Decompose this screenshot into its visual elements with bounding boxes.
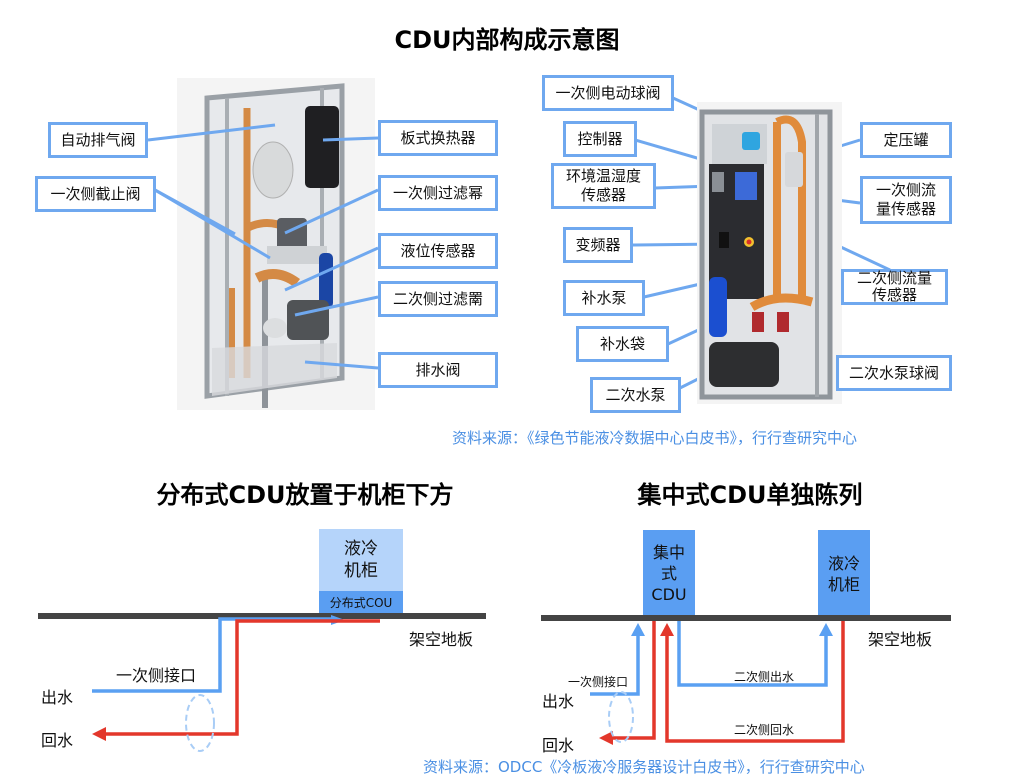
label-env-sensor-line1: 环境温湿度 — [565, 167, 641, 185]
secondary-outlet-label: 二次侧出水 — [734, 670, 795, 684]
label-inverter: 变频器 — [563, 227, 633, 263]
centralized-cdu-unit: 集中 式 CDU — [643, 530, 695, 617]
liquid-cooling-cabinet-right: 液冷 机柜 — [818, 530, 870, 617]
bottom-source-note: 资料来源：ODCC《冷板液冷服务器设计白皮书》，行行查研究中心 — [423, 758, 865, 776]
primary-return-arrowhead — [599, 731, 613, 745]
label-env-sensor-line2: 传感器 — [580, 186, 626, 204]
label-makeup-pump: 补水泵 — [563, 280, 645, 316]
label-secondary-flow-sensor-line2: 传感器 — [871, 286, 917, 304]
distributed-cdu-title: 分布式CDU放置于机柜下方 — [156, 481, 454, 509]
raised-floor-line — [38, 613, 486, 619]
cdu-label-line1: 集中 — [652, 543, 685, 562]
cdu-photo-left — [177, 78, 375, 410]
cdu-label-line2: 式 — [660, 564, 677, 583]
secondary-return-pipe — [665, 621, 845, 743]
primary-outlet-pipe — [92, 617, 333, 693]
label-primary-flow-sensor: 一次侧流 量传感器 — [860, 176, 952, 224]
cdu-illustration-right — [697, 102, 842, 404]
label-makeup-bag: 补水袋 — [576, 326, 669, 362]
label-auto-exhaust-valve: 自动排气阀 — [48, 122, 148, 158]
centralized-cdu-title: 集中式CDU单独陈列 — [637, 481, 863, 509]
label-secondary-pump: 二次水泵 — [590, 377, 681, 413]
label-primary-filter: 一次侧过滤幂 — [378, 175, 498, 211]
interface-highlight — [185, 694, 215, 752]
top-source-note: 资料来源：《绿色节能液冷数据中心白皮书》，行行查研究中心 — [452, 429, 858, 447]
centralized-flow-diagram — [541, 615, 951, 745]
floor-label-right: 架空地板 — [868, 630, 933, 649]
return-arrowhead — [92, 727, 106, 741]
label-secondary-filter: 二次侧过滤罱 — [378, 281, 498, 317]
primary-outlet-pipe-right — [590, 635, 640, 696]
return-label-left: 回水 — [41, 731, 74, 750]
label-plate-heat-exchanger: 板式换热器 — [378, 120, 498, 156]
secondary-outlet-pipe — [677, 621, 828, 687]
liquid-cooling-cabinet: 液冷 机柜 — [319, 529, 403, 591]
label-secondary-flow-sensor-line1: 二次侧流量 — [856, 269, 932, 287]
label-primary-electric-ball-valve: 一次侧电动球阀 — [542, 75, 674, 111]
cdu-photo-right — [697, 102, 842, 404]
outlet-label-left: 出水 — [41, 688, 74, 707]
label-primary-shutoff-valve: 一次侧截止阀 — [35, 176, 156, 212]
floor-label-left: 架空地板 — [409, 630, 474, 649]
cabinet-label-line2: 机柜 — [344, 561, 378, 581]
return-label-right: 回水 — [542, 736, 575, 755]
secondary-return-arrowhead — [660, 623, 674, 636]
cabinet-right-label-line2: 机柜 — [827, 574, 860, 594]
page-title: CDU内部构成示意图 — [394, 26, 620, 54]
raised-floor-line-right — [541, 615, 951, 621]
label-drain-valve: 排水阀 — [378, 352, 498, 388]
label-pressure-tank: 定压罐 — [860, 122, 952, 158]
interface-label-right: 一次侧接口 — [568, 675, 629, 689]
primary-outlet-arrowhead — [631, 623, 645, 636]
cabinet-label-line1: 液冷 — [344, 539, 378, 559]
distributed-cdu-unit: 分布式COU — [319, 591, 403, 613]
primary-return-pipe-right — [607, 621, 656, 740]
label-secondary-pump-ball-valve: 二次水泵球阀 — [836, 355, 952, 391]
label-secondary-flow-sensor: 二次侧流量 传感器 — [841, 269, 948, 305]
label-controller: 控制器 — [563, 121, 637, 157]
interface-label-left: 一次侧接口 — [116, 666, 197, 685]
secondary-return-label: 二次侧回水 — [734, 723, 795, 737]
label-env-sensor: 环境温湿度 传感器 — [551, 163, 656, 209]
primary-return-pipe — [100, 619, 380, 736]
label-level-sensor: 液位传感器 — [378, 233, 498, 269]
cabinet-right-label-line1: 液冷 — [827, 553, 860, 573]
label-primary-flow-sensor-line2: 量传感器 — [875, 200, 936, 218]
label-primary-flow-sensor-line1: 一次侧流 — [875, 181, 936, 199]
cdu-label-line3: CDU — [651, 585, 687, 604]
outlet-label-right: 出水 — [542, 692, 575, 711]
distributed-flow-diagram — [38, 613, 486, 752]
secondary-outlet-arrowhead — [819, 623, 833, 636]
interface-highlight-right — [608, 691, 634, 743]
